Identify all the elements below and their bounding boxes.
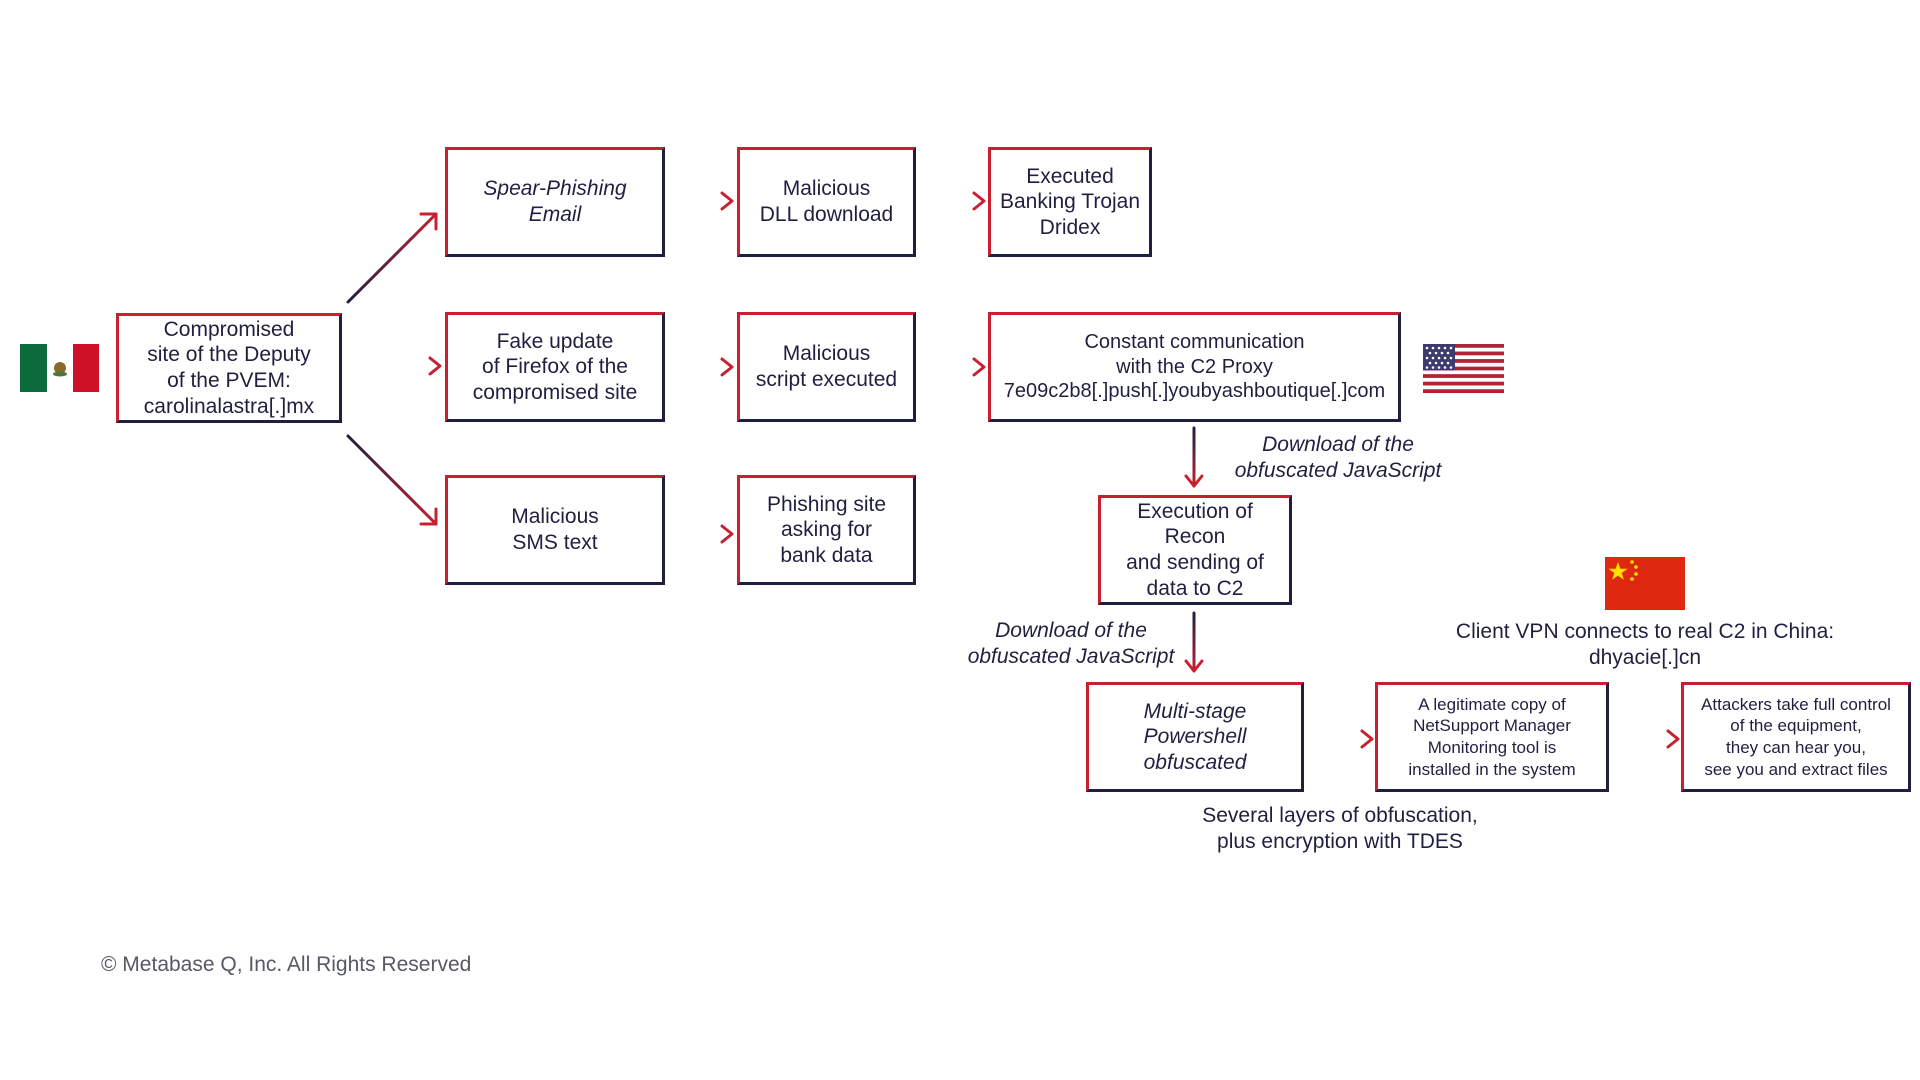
spear-phishing-node: Spear-Phishing Email <box>445 147 665 257</box>
banking-trojan-node: Executed Banking Trojan Dridex <box>988 147 1152 257</box>
malicious-sms-node: Malicious SMS text <box>445 475 665 585</box>
recon-node: Execution of Recon and sending of data t… <box>1098 495 1292 605</box>
arrow-sms-to-phishing <box>668 524 734 544</box>
netsupport-node: A legitimate copy of NetSupport Manager … <box>1375 682 1609 792</box>
mexico-flag-icon <box>20 344 99 392</box>
arrow-to-malicious-sms <box>346 434 438 526</box>
copyright-footer: © Metabase Q, Inc. All Rights Reserved <box>101 953 472 976</box>
arrow-update-to-script <box>668 357 734 377</box>
arrow-spear-to-dll <box>668 191 734 211</box>
china-flag-icon <box>1605 557 1685 610</box>
fake-update-node: Fake update of Firefox of the compromise… <box>445 312 665 422</box>
download-js-label-top: Download of the obfuscated JavaScript <box>1234 433 1442 482</box>
usa-flag-icon <box>1423 344 1504 393</box>
arrow-dll-to-trojan <box>920 191 986 211</box>
arrow-netsupport-to-attackers <box>1614 729 1680 749</box>
arrow-script-to-c2 <box>920 357 986 377</box>
malicious-script-node: Malicious script executed <box>737 312 916 422</box>
c2-proxy-node: Constant communication with the C2 Proxy… <box>988 312 1401 422</box>
arrow-powershell-to-netsupport <box>1308 729 1374 749</box>
client-vpn-label: Client VPN connects to real C2 in China:… <box>1455 620 1835 669</box>
attackers-node: Attackers take full control of the equip… <box>1681 682 1911 792</box>
arrow-to-spear-phishing <box>346 212 438 304</box>
download-js-label-bottom: Download of the obfuscated JavaScript <box>967 619 1175 668</box>
arrow-recon-to-powershell <box>1184 611 1204 673</box>
arrow-to-fake-update <box>349 356 442 376</box>
obfuscation-note-label: Several layers of obfuscation, plus encr… <box>1202 804 1478 853</box>
arrow-c2-to-recon <box>1184 426 1204 488</box>
phishing-site-node: Phishing site asking for bank data <box>737 475 916 585</box>
compromised-site-node: Compromised site of the Deputy of the PV… <box>116 313 342 423</box>
malicious-dll-node: Malicious DLL download <box>737 147 916 257</box>
powershell-node: Multi-stage Powershell obfuscated <box>1086 682 1304 792</box>
